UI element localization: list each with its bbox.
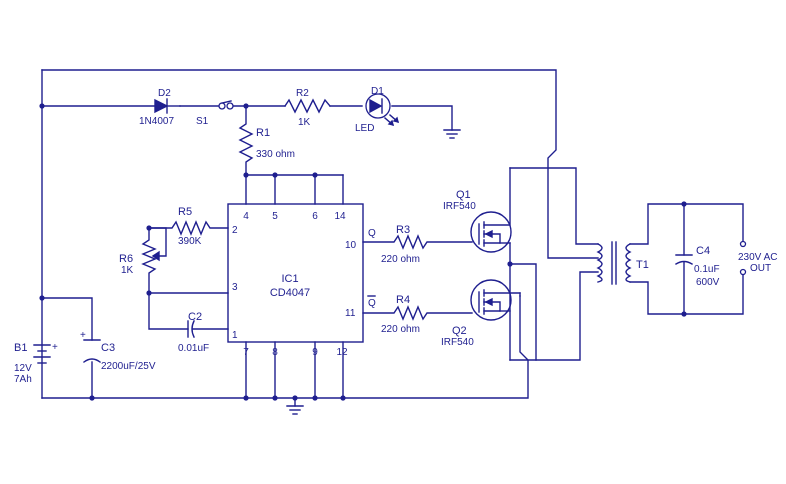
capacitor-c3: + C3 2200uF/25V — [80, 330, 156, 372]
c4-ref: C4 — [696, 245, 710, 257]
led-d1: D1 LED — [355, 86, 399, 134]
q1-value: IRF540 — [443, 201, 476, 212]
c3-ref: C3 — [101, 342, 115, 354]
r5-value: 390K — [178, 236, 202, 247]
junction-dots — [39, 103, 746, 401]
mosfet-q1: Q1 IRF540 — [443, 167, 512, 265]
r3-value: 220 ohm — [381, 254, 420, 265]
ic-pin-2: 2 — [232, 225, 238, 236]
ic-pin-3: 3 — [232, 282, 238, 293]
d2-value: 1N4007 — [139, 116, 174, 127]
r1-ref: R1 — [256, 127, 270, 139]
q1-ref: Q1 — [456, 189, 471, 201]
q2-value: IRF540 — [441, 337, 474, 348]
r2-value: 1K — [298, 117, 311, 128]
secondary-wiring: C4 0.1uF 600V 230V AC OUT — [629, 203, 777, 315]
r5-ref: R5 — [178, 206, 192, 218]
r2-ref: R2 — [296, 88, 309, 99]
diode-d2: D2 1N4007 — [139, 88, 181, 127]
battery-b1: + B1 12V 7Ah — [14, 342, 58, 385]
r4-value: 220 ohm — [381, 324, 420, 335]
r3-ref: R3 — [396, 224, 410, 236]
d2-ref: D2 — [158, 88, 171, 99]
c3-value: 2200uF/25V — [101, 361, 156, 372]
output-label-line2: OUT — [750, 263, 771, 274]
r1-value: 330 ohm — [256, 149, 295, 160]
output-label-line1: 230V AC — [738, 252, 777, 263]
b1-plus: + — [52, 342, 58, 353]
ic-pin-10: 10 — [345, 240, 357, 251]
c2-value: 0.01uF — [178, 343, 209, 354]
supply-wiring — [41, 69, 599, 399]
qbar-output-label: Q — [368, 298, 376, 309]
b1-capacity: 7Ah — [14, 374, 32, 385]
c4-voltage: 600V — [696, 277, 720, 288]
r6-value: 1K — [121, 265, 134, 276]
s1-ref: S1 — [196, 116, 209, 127]
b1-ref: B1 — [14, 342, 27, 354]
switch-s1: S1 — [179, 100, 234, 127]
ic-pin-5: 5 — [272, 211, 278, 222]
ic-pin-1: 1 — [232, 330, 238, 341]
d1-ref: D1 — [371, 86, 384, 97]
ground-symbol-main — [286, 397, 304, 415]
primary-wiring — [509, 167, 599, 361]
b1-voltage: 12V — [14, 363, 32, 374]
resistor-r1: R1 330 ohm — [238, 105, 295, 205]
ic-pin-6: 6 — [312, 211, 318, 222]
resistor-r4: Q R4 220 ohm — [362, 294, 473, 335]
q2-ref: Q2 — [452, 325, 467, 337]
ic-pin-14: 14 — [334, 211, 346, 222]
timing-network: R5 390K R6 1K C2 0.01uF — [119, 206, 229, 354]
ic-bottom-wiring — [245, 341, 344, 399]
ic-ref: IC1 — [281, 273, 298, 285]
ic1-cd4047: 4 5 6 14 7 8 9 12 2 3 1 10 11 IC1 CD4047 — [227, 203, 364, 358]
t1-ref: T1 — [636, 259, 649, 271]
resistor-r3: Q R3 220 ohm — [362, 224, 473, 265]
resistor-r2: R2 1K — [284, 88, 331, 128]
ic-top-wiring — [245, 174, 344, 205]
q-output-label: Q — [368, 228, 376, 239]
r4-ref: R4 — [396, 294, 410, 306]
d1-value: LED — [355, 123, 374, 134]
ic-pin-12: 12 — [336, 347, 348, 358]
ic-pin-4: 4 — [243, 211, 249, 222]
ic-value: CD4047 — [270, 287, 310, 299]
mosfet-q2: Q2 IRF540 — [441, 263, 521, 361]
r6-ref: R6 — [119, 253, 133, 265]
c2-ref: C2 — [188, 311, 202, 323]
transformer-t1: T1 — [596, 241, 649, 285]
c4-value: 0.1uF — [694, 264, 720, 275]
ground-symbol-led — [443, 129, 461, 139]
ic-pin-11: 11 — [345, 308, 356, 319]
c3-plus: + — [80, 330, 86, 341]
